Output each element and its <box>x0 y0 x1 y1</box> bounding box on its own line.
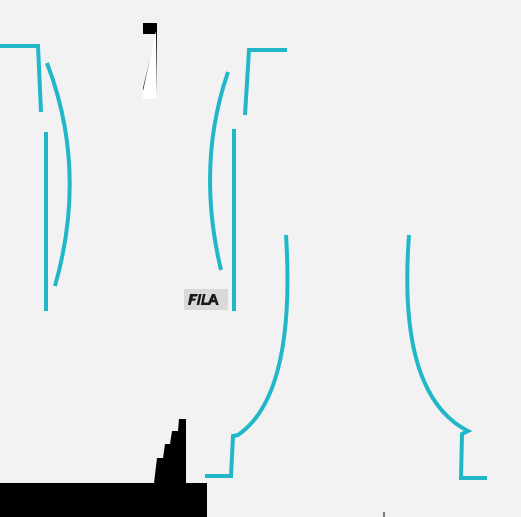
right-curve-line <box>405 234 487 480</box>
fila-logo-badge <box>184 289 228 310</box>
bottom-black-step-block <box>0 419 207 517</box>
top-white-wedge-gap <box>143 31 157 99</box>
left-curve-line <box>45 62 72 287</box>
center-bracket-line <box>243 48 287 116</box>
center-curve-line <box>208 71 230 271</box>
lower-center-curve-line <box>205 234 290 478</box>
fila-logo <box>188 294 219 305</box>
left-bracket-line <box>0 44 43 113</box>
